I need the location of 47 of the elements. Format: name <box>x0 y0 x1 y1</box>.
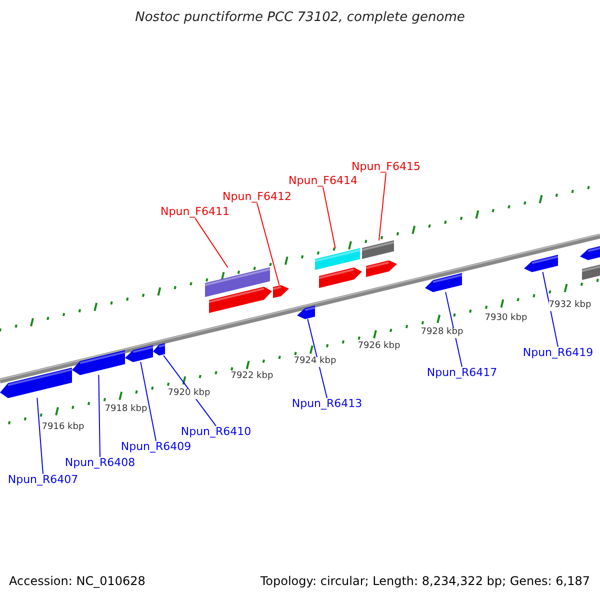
gene-label: Npun_R6407 <box>8 474 78 486</box>
gene-feature <box>272 285 289 298</box>
gene-feature <box>362 240 394 259</box>
gene-feature <box>524 254 558 272</box>
gene-feature <box>297 306 316 320</box>
gene-feature <box>204 267 270 297</box>
footer-text: Topology: circular; Length: 8,234,322 bp; Genes: 6,187 <box>260 574 590 588</box>
gene-feature <box>580 244 600 260</box>
leader-line <box>194 218 228 268</box>
gene-label: Npun_F6414 <box>288 174 358 188</box>
gene-feature <box>318 268 362 288</box>
gene-label: Npun_F6415 <box>352 160 420 174</box>
leader-line <box>307 318 328 398</box>
scale-label: 7926 kbp <box>358 342 400 352</box>
leader-line <box>542 271 558 348</box>
scale-label: 7922 kbp <box>230 372 274 382</box>
leader-line <box>98 374 100 458</box>
scale-label: 7918 kbp <box>104 405 148 415</box>
scale-label: 7930 kbp <box>484 314 528 324</box>
gene-feature <box>208 286 272 313</box>
leader-line <box>322 186 336 249</box>
gene-label: Npun_R6408 <box>64 456 136 470</box>
scale-label: 7924 kbp <box>294 357 336 367</box>
gene-label: Npun_F6412 <box>222 190 292 204</box>
leader-line <box>256 202 280 286</box>
leader-line <box>140 361 156 442</box>
gene-label: Npun_R6409 <box>120 440 192 454</box>
gene-label: Npun_R6410 <box>180 426 252 438</box>
gene-label: Npun_R6417 <box>426 366 498 380</box>
gene-label: Npun_R6419 <box>522 346 594 360</box>
scale-label: 7920 kbp <box>168 389 210 399</box>
scale-label: 7932 kbp <box>548 301 592 311</box>
gene-label: Npun_R6413 <box>292 398 362 410</box>
gene-feature <box>582 263 600 280</box>
leader-line <box>36 397 44 474</box>
scale-label: 7928 kbp <box>420 328 464 338</box>
gene-feature <box>425 273 462 292</box>
gene-feature <box>0 368 72 398</box>
gene-feature <box>153 343 166 356</box>
leader-line <box>378 172 386 241</box>
gene-label: Npun_F6411 <box>160 206 230 218</box>
gene-feature <box>314 248 360 270</box>
gene-feature <box>366 260 397 277</box>
footer-text: Accession: NC_010628 <box>9 574 146 588</box>
title: Nostoc punctiforme PCC 73102, complete genome <box>134 10 466 25</box>
scale-label: 7916 kbp <box>42 423 84 433</box>
gene-feature <box>72 350 126 376</box>
